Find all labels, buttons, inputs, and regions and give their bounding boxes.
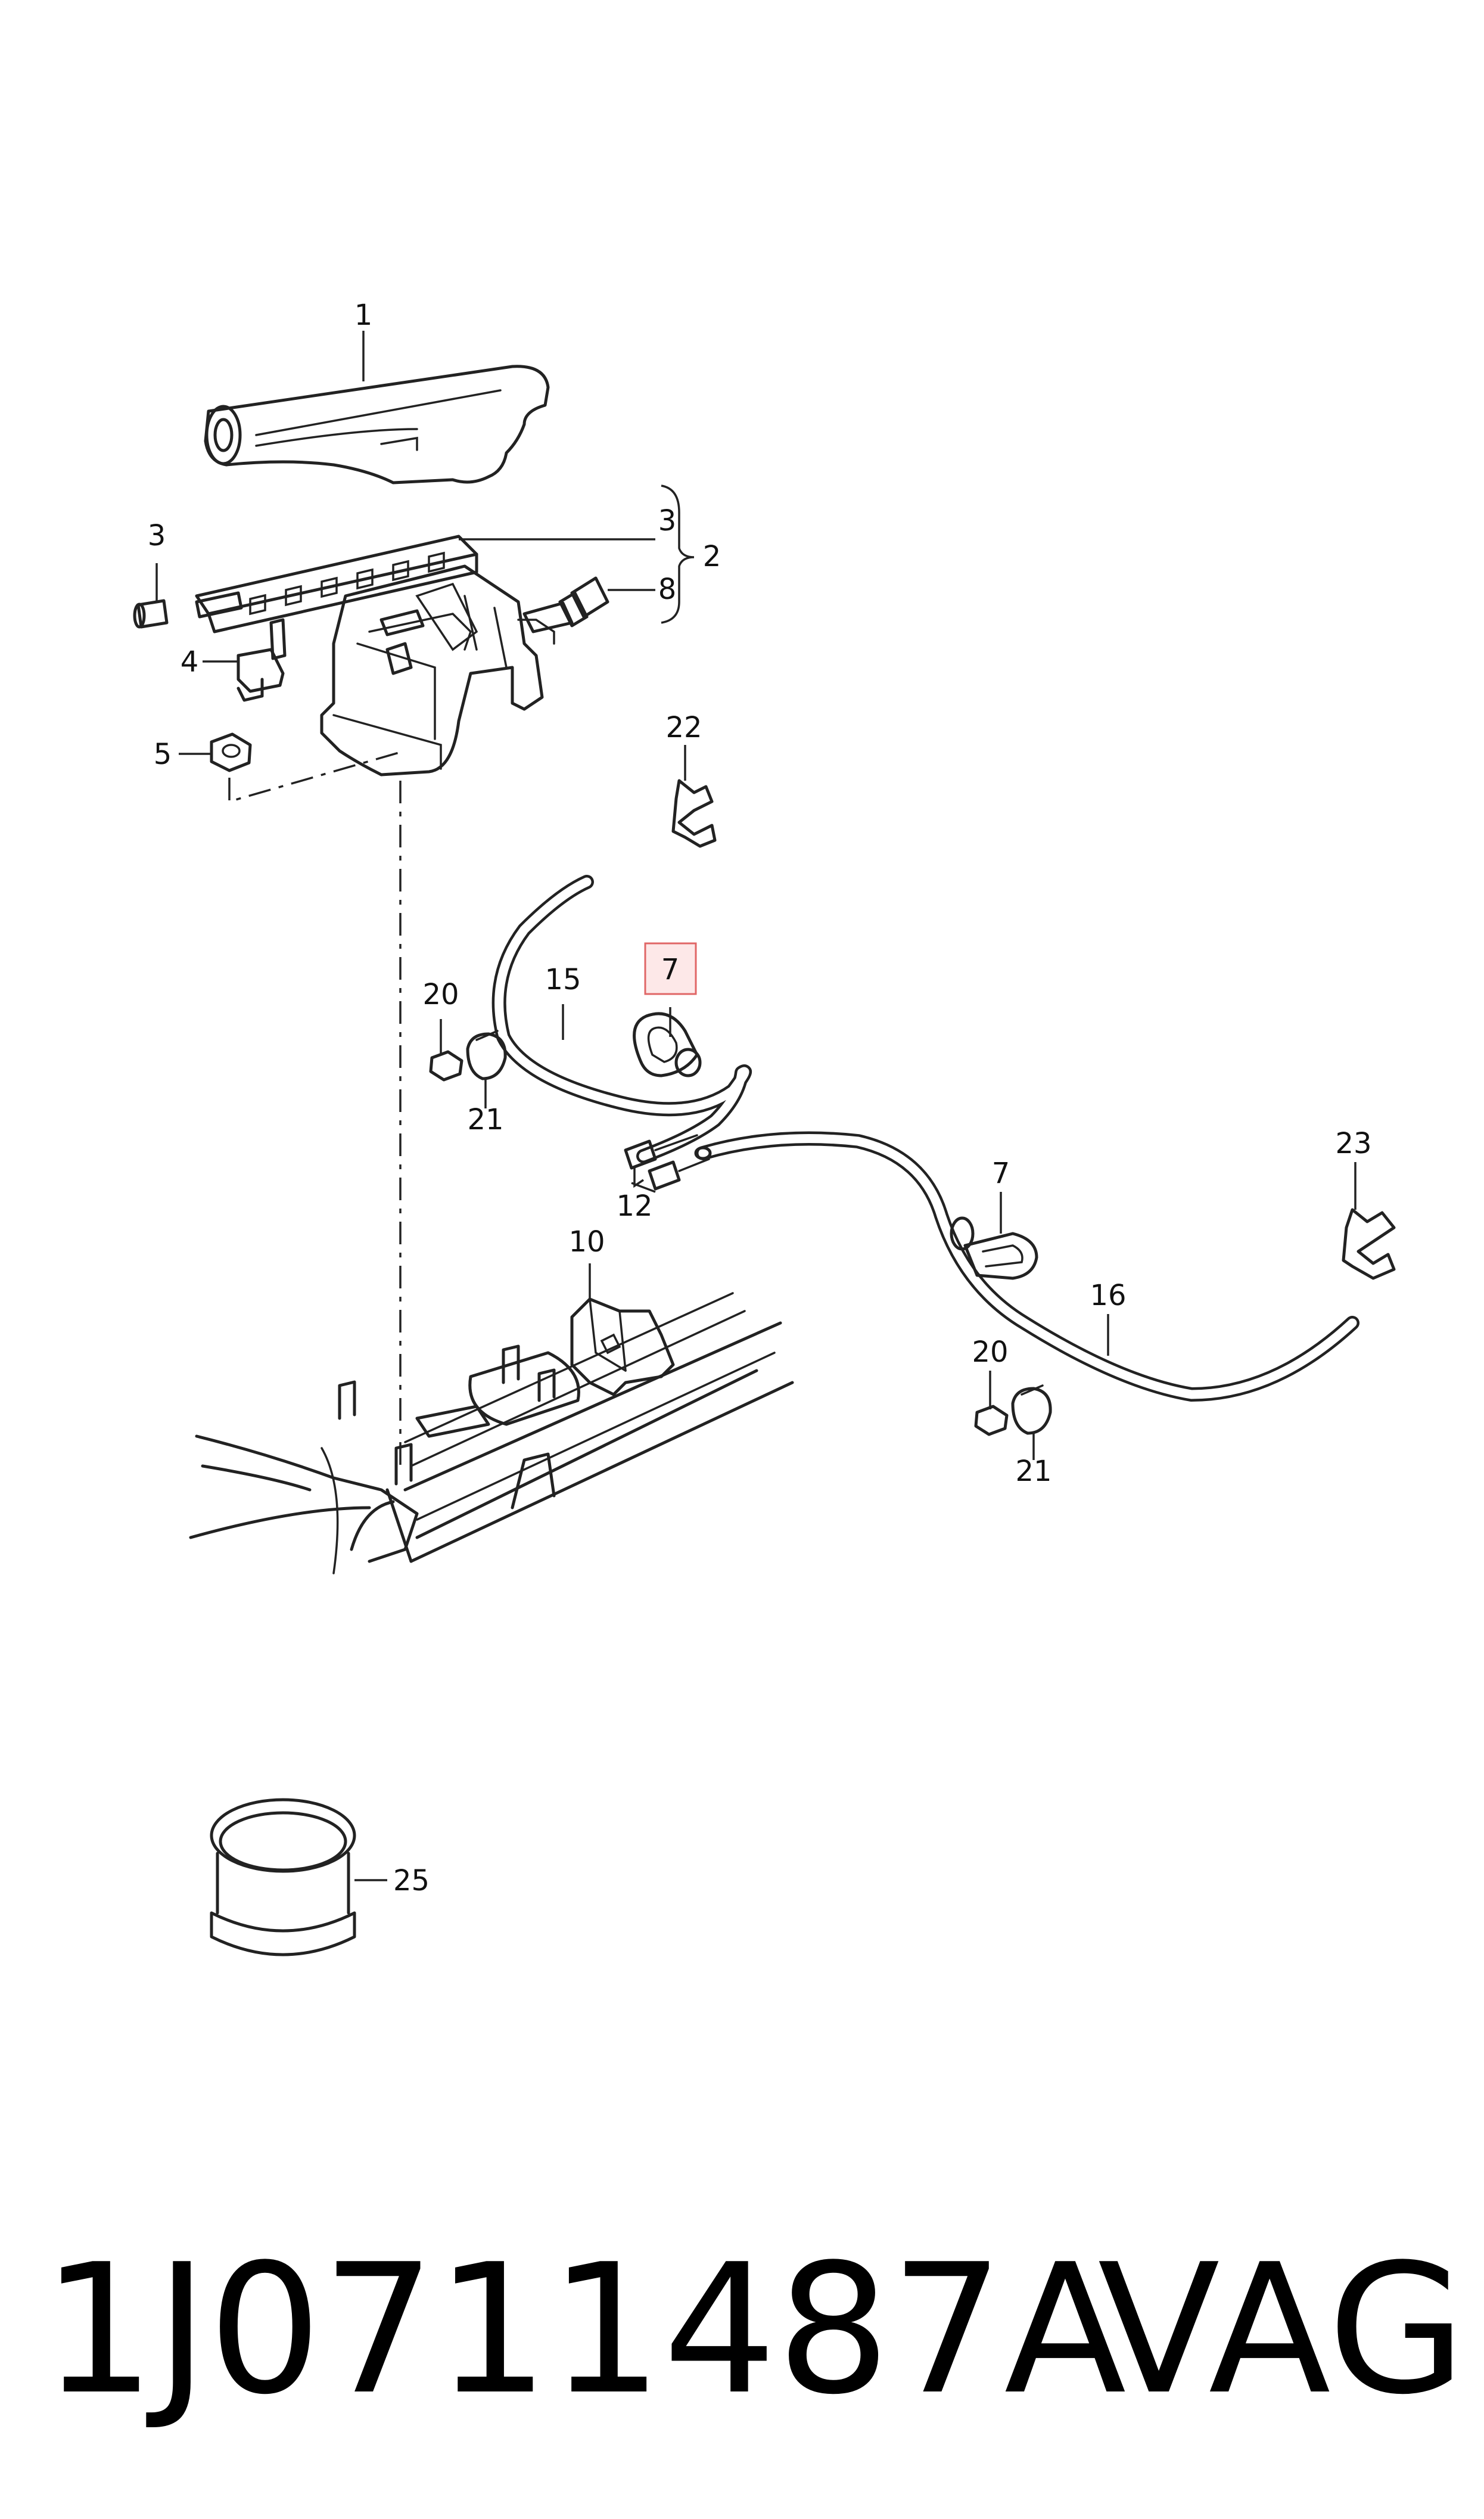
- cable-grommet-lower: [950, 1216, 1038, 1280]
- callout-7b: 7: [992, 1157, 1010, 1190]
- callout-21a: 21: [467, 1103, 503, 1136]
- cable-grommet-upper: [633, 1012, 702, 1077]
- callout-2: 2: [703, 540, 721, 573]
- callout-21b: 21: [1015, 1455, 1051, 1488]
- floor-pan: [189, 1292, 794, 1574]
- brake-cable-rear: [696, 1131, 1359, 1402]
- callout-22: 22: [665, 711, 702, 744]
- spring-clip-lower: [1342, 1208, 1396, 1280]
- callout-8: 8: [658, 573, 677, 606]
- footer: 1J0711487A VAG: [0, 2205, 1484, 2455]
- callout-3a: 3: [148, 519, 166, 552]
- callout-5: 5: [154, 738, 172, 771]
- callout-16: 16: [1090, 1279, 1126, 1312]
- callout-12: 12: [616, 1189, 652, 1223]
- callout-1: 1: [354, 299, 373, 332]
- nut-and-clamp-upper: [429, 1030, 507, 1082]
- rubber-sleeve: [210, 1798, 356, 1956]
- callout-7-highlighted: 7: [661, 953, 680, 986]
- brake-cable-front: [491, 875, 752, 1163]
- brand-name: VAG: [1097, 2226, 1466, 2434]
- callout-23: 23: [1335, 1127, 1371, 1160]
- callout-20b: 20: [972, 1335, 1008, 1369]
- callout-4: 4: [181, 645, 199, 679]
- callout-15: 15: [545, 963, 581, 996]
- highlight-box: [644, 942, 697, 995]
- nut-and-clamp-lower: [974, 1384, 1052, 1436]
- callout-labels: 1 3 3 2 8 4 5 22 7 15 20 21 12 23 7 10 1…: [148, 299, 1372, 1897]
- handbrake-switch: [237, 618, 287, 702]
- callout-20a: 20: [422, 978, 459, 1011]
- callout-3b: 3: [658, 504, 677, 538]
- assembly-line-1: [228, 750, 406, 803]
- sleeve-nut: [522, 576, 609, 633]
- mounting-bracket: [570, 1297, 675, 1396]
- hex-nut: [210, 732, 252, 772]
- callout-10: 10: [568, 1225, 605, 1259]
- handbrake-lever-assembly: [195, 535, 555, 776]
- leader-lines: [155, 331, 1357, 1881]
- end-cap: [133, 599, 169, 629]
- handbrake-grip: [204, 365, 550, 484]
- part-number: 1J0711487A: [42, 2226, 1127, 2434]
- callout-25: 25: [393, 1864, 430, 1897]
- spring-clip-upper: [671, 779, 717, 848]
- cable-end-fittings: [624, 1134, 712, 1191]
